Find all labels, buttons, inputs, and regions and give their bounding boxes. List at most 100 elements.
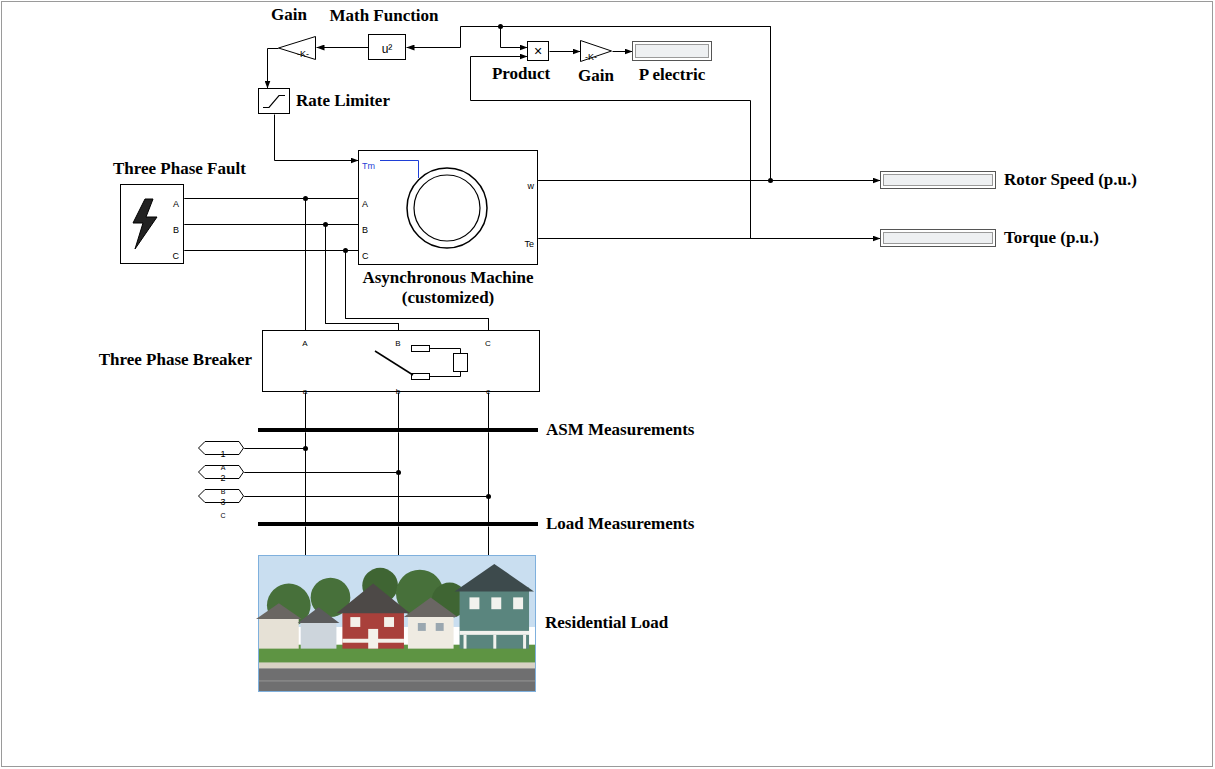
- illustration-part: [513, 597, 523, 609]
- illustration-part: [384, 617, 394, 627]
- illustration-part: [523, 635, 526, 649]
- breaker-blade: [375, 351, 413, 375]
- block-label: Math Function: [329, 6, 438, 26]
- illustration-part: [460, 631, 529, 635]
- port-label: C: [173, 251, 180, 261]
- block-label: Torque (p.u.): [1004, 228, 1099, 248]
- display-window: [636, 45, 709, 58]
- power-line: [488, 393, 489, 429]
- rate-limiter-block: Rate Limiter: [258, 88, 290, 114]
- block-label: Product: [492, 64, 550, 84]
- display-block: Rotor Speed (p.u.): [880, 171, 996, 189]
- signal-line: [539, 238, 881, 239]
- breaker-coil: [454, 354, 468, 372]
- tag-name: B: [221, 488, 226, 496]
- display-block: P electric: [632, 41, 712, 61]
- display-window: [884, 233, 993, 244]
- display-block: Torque (p.u.): [880, 229, 996, 247]
- bus-bar: Load Measurements: [258, 522, 538, 526]
- gain-triangle: [279, 37, 316, 60]
- power-line: [245, 433, 399, 473]
- tag-number: 3: [220, 497, 225, 507]
- power-line: [245, 473, 399, 523]
- breaker-contact: [412, 374, 430, 380]
- tag-name: A: [221, 464, 226, 472]
- block-label: Three Phase Fault: [113, 159, 246, 179]
- breaker-block: Three Phase BreakerABCabc: [262, 330, 540, 392]
- power-line: [305, 393, 306, 429]
- illustration-part: [404, 597, 458, 617]
- illustration-part: [336, 584, 409, 614]
- illustration-part: [493, 635, 496, 649]
- illustration-part: [460, 588, 529, 649]
- port-label: w: [528, 181, 535, 191]
- rate-limit-symbol: [263, 96, 285, 108]
- power-line: [245, 433, 306, 449]
- lightning-symbol: [133, 199, 157, 249]
- signal-line: [275, 115, 359, 161]
- goto-tag: 1A: [198, 441, 244, 455]
- bus-bar: ASM Measurements: [258, 428, 538, 432]
- illustration-part: [256, 603, 302, 619]
- block-label: ASM Measurements: [546, 420, 694, 440]
- breaker-contact: [412, 346, 430, 352]
- function-symbol: u²: [382, 43, 393, 57]
- port-label: A: [173, 199, 179, 209]
- gain-value: -K-: [585, 52, 597, 62]
- illustration-part: [436, 623, 444, 631]
- block-label: Three Phase Breaker: [99, 350, 252, 370]
- power-line: [398, 527, 399, 556]
- illustration-part: [350, 617, 360, 627]
- illustration-part: [455, 564, 534, 592]
- port-label: Te: [524, 239, 534, 249]
- illustration-part: [408, 615, 454, 649]
- port-label: a: [303, 387, 307, 396]
- load-block: Residential Load: [258, 555, 536, 692]
- block-icon: [881, 230, 995, 246]
- gain-value: -K-: [297, 49, 309, 59]
- signal-line: [550, 51, 581, 52]
- breaker-wire: [430, 349, 461, 354]
- power-line: [398, 393, 399, 429]
- port-label: A: [302, 339, 307, 348]
- block-label: Load Measurements: [546, 514, 694, 534]
- tag-name: C: [220, 512, 225, 520]
- signal-line: [613, 51, 633, 52]
- product-block: ×Product: [527, 41, 549, 61]
- signal-line: [268, 49, 279, 89]
- illustration-part: [259, 680, 535, 681]
- block-icon: [259, 556, 535, 691]
- illustration-part: [342, 609, 404, 648]
- rotor-symbol: [414, 175, 480, 241]
- tag-number: 2: [220, 473, 225, 483]
- block-icon: [359, 151, 537, 264]
- signal-line: [539, 180, 881, 181]
- block-icon: [259, 89, 289, 113]
- illustration-part: [259, 617, 299, 649]
- block-label: Rate Limiter: [296, 91, 390, 111]
- port-label: C: [362, 251, 369, 261]
- port-label: B: [362, 225, 368, 235]
- port-label: Tm: [362, 161, 375, 171]
- block-label: Residential Load: [545, 613, 668, 633]
- illustration-part: [464, 635, 467, 649]
- port-label: B: [395, 339, 400, 348]
- block-icon: [881, 172, 995, 188]
- illustration-part: [418, 623, 426, 631]
- illustration-part: [368, 629, 378, 649]
- illustration-part: [259, 662, 535, 668]
- port-label: C: [485, 339, 491, 348]
- torque-link: [380, 161, 419, 179]
- gain-block: Gain-K-: [278, 36, 316, 60]
- port-label: B: [173, 225, 179, 235]
- tag-number: 1: [220, 449, 225, 459]
- block-label: P electric: [639, 65, 706, 85]
- houses-illustration: [256, 556, 535, 691]
- illustration-part: [342, 639, 404, 643]
- port-label: c: [486, 387, 490, 396]
- power-line: [245, 433, 489, 497]
